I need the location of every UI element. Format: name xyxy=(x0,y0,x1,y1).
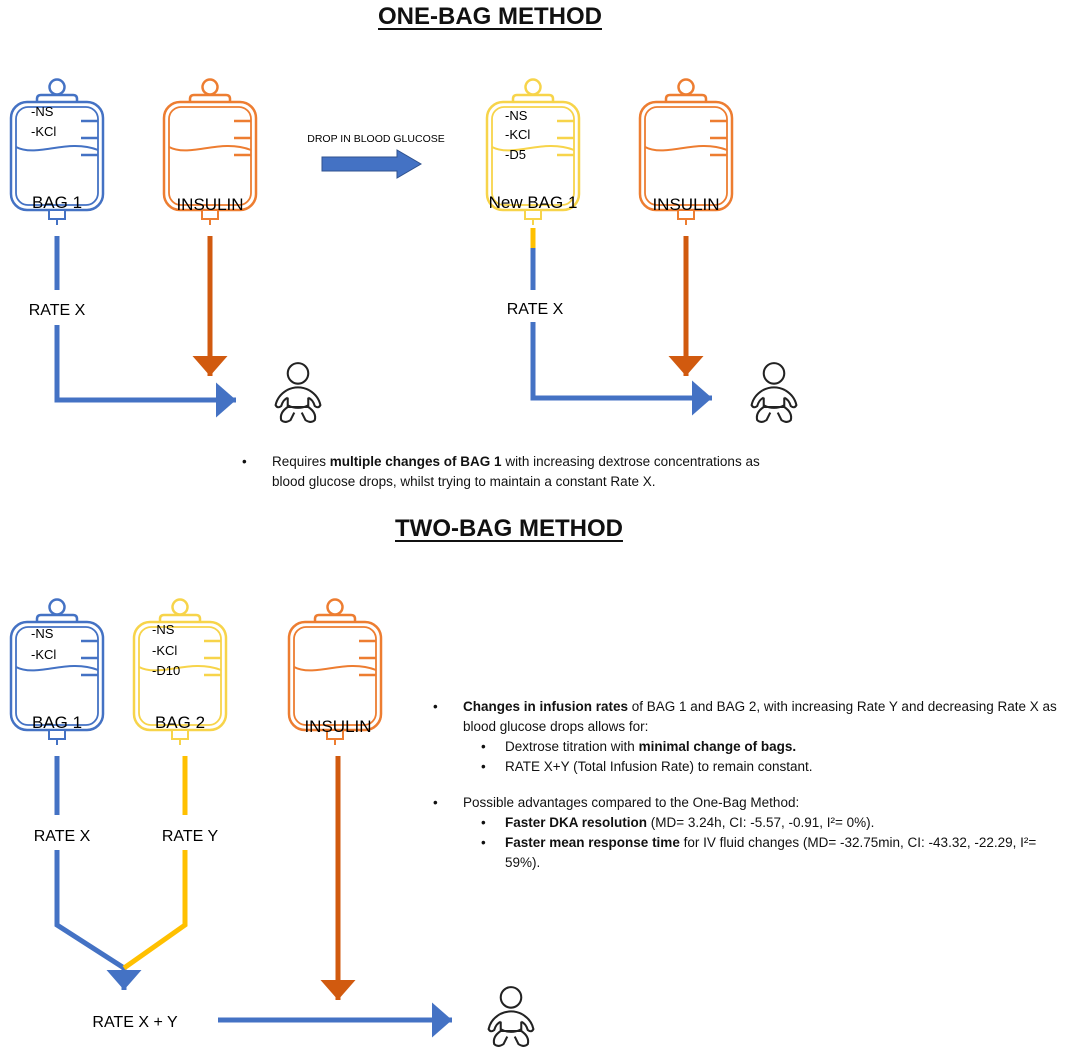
new-bag1-content-2: -D5 xyxy=(505,147,526,162)
two-bag-bullet-2-sub-2: Faster mean response time for IV fluid c… xyxy=(463,833,1069,873)
two-bag-title: TWO-BAG METHOD xyxy=(395,515,623,542)
bag1-content-1: -KCl xyxy=(31,124,56,139)
rate-y-label: RATE Y xyxy=(162,828,219,845)
new-bag1-content-0: -NS xyxy=(505,108,528,123)
two-bag1-label: BAG 1 xyxy=(32,713,82,732)
new-bag1-content-1: -KCl xyxy=(505,127,530,142)
rate-x-label-two: RATE X xyxy=(34,828,91,845)
two-bag-bullet-1: Changes in infusion rates of BAG 1 and B… xyxy=(433,697,1069,777)
baby-icon-3 xyxy=(487,986,535,1048)
two-bag2-content-0: -NS xyxy=(152,622,175,637)
insulin-label: INSULIN xyxy=(176,195,243,214)
two-bag-notes: Changes in infusion rates of BAG 1 and B… xyxy=(433,697,1069,873)
two-bag2-content-2: -D10 xyxy=(152,663,180,678)
two-bag1-content-1: -KCl xyxy=(31,647,56,662)
one-bag-title: ONE-BAG METHOD xyxy=(378,3,602,30)
baby-icon-1 xyxy=(274,362,322,424)
two-bag2-content-1: -KCl xyxy=(152,643,177,658)
new-bag1-label: New BAG 1 xyxy=(489,193,578,212)
one-bag-notes: Requires multiple changes of BAG 1 with … xyxy=(242,452,782,492)
one-bag-note: Requires multiple changes of BAG 1 with … xyxy=(242,452,782,492)
insulin2-label: INSULIN xyxy=(652,195,719,214)
two-bag-bullet-2-sub-1: Faster DKA resolution (MD= 3.24h, CI: -5… xyxy=(463,813,1069,833)
two-bag1-content-0: -NS xyxy=(31,626,54,641)
two-insulin-label: INSULIN xyxy=(304,717,371,736)
two-bag-bullet-1-sub-2: RATE X+Y (Total Infusion Rate) to remain… xyxy=(463,757,1069,777)
transition-label: DROP IN BLOOD GLUCOSE xyxy=(307,133,445,145)
bag1-label: BAG 1 xyxy=(32,193,82,212)
transition-arrow-icon xyxy=(321,149,422,179)
bag1-content-0: -NS xyxy=(31,104,54,119)
rate-x-label-right: RATE X xyxy=(507,301,564,318)
two-bag-bullet-1-sub-1: Dextrose titration with minimal change o… xyxy=(463,737,1069,757)
two-bag2-label: BAG 2 xyxy=(155,713,205,732)
two-bag-bullet-2: Possible advantages compared to the One-… xyxy=(433,793,1069,873)
rate-xy-label: RATE X + Y xyxy=(92,1014,178,1031)
rate-x-label-left: RATE X xyxy=(29,302,86,319)
baby-icon-2 xyxy=(750,362,798,424)
spacer xyxy=(433,777,1069,793)
